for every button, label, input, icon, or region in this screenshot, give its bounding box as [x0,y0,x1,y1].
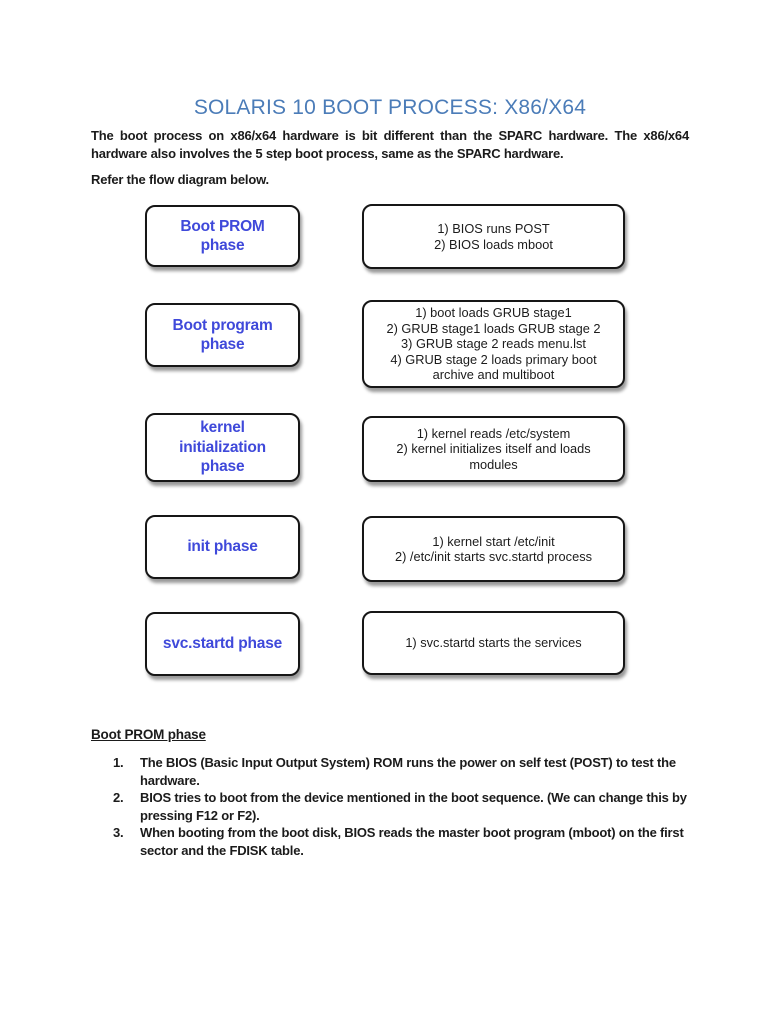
text-line: 2) BIOS loads mboot [434,236,553,252]
text-line: 4) GRUB stage 2 loads primary boot [390,351,597,367]
section-heading: Boot PROM phase [91,727,206,742]
text-line: 1) kernel start /etc/init [432,533,555,549]
text-line: phase [200,336,245,353]
text-line: initialization [179,438,266,456]
text-line: modules [469,456,518,472]
text-line: 3) GRUB stage 2 reads menu.lst [401,336,586,352]
text-line: init phase [187,538,258,556]
list-item: 2. BIOS tries to boot from the device me… [113,789,691,824]
text-line: 2) GRUB stage1 loads GRUB stage 2 [386,320,601,336]
list-number: 3. [113,825,124,840]
numbered-list: 1. The BIOS (Basic Input Output System) … [113,754,691,859]
text-line: 1) BIOS runs POST [437,221,550,236]
text-line: svc.startd phase [162,635,283,653]
text-line: phase [200,458,245,476]
intro-paragraph: The boot process on x86/x64 hardware is … [91,128,689,161]
text-line: 2) kernel initializes itself and loads [396,441,591,457]
text-line: archive and multiboot [432,367,555,383]
steps-box-svc-startd: 1) svc.startd starts the services [362,611,625,675]
page-title: SOLARIS 10 BOOT PROCESS: X86/X64 [193,96,587,119]
list-text: The BIOS (Basic Input Output System) ROM… [140,755,676,788]
flow-caption: Refer the flow diagram below. [91,172,269,187]
text-line: Boot PROM [180,217,265,235]
text-line: Boot program [172,316,273,334]
text-line: 1) svc.startd starts the services [405,635,582,651]
phase-box-init: init phase [145,515,300,579]
list-item: 3. When booting from the boot disk, BIOS… [113,824,691,859]
text-line: kernel [200,419,245,437]
list-text: When booting from the boot disk, BIOS re… [140,825,684,858]
text-line: phase [200,237,245,254]
list-text: BIOS tries to boot from the device menti… [140,790,687,823]
list-item: 1. The BIOS (Basic Input Output System) … [113,754,691,789]
list-number: 1. [113,755,124,770]
phase-box-svc-startd: svc.startd phase [145,612,300,676]
text-line: 2) /etc/init starts svc.startd process [395,549,592,564]
phase-box-boot-program: Boot program phase [145,303,300,367]
text-line: 1) kernel reads /etc/system [416,425,571,441]
list-number: 2. [113,790,124,805]
text-line: 1) boot loads GRUB stage1 [415,305,572,321]
phase-box-boot-prom: Boot PROM phase [145,205,300,267]
